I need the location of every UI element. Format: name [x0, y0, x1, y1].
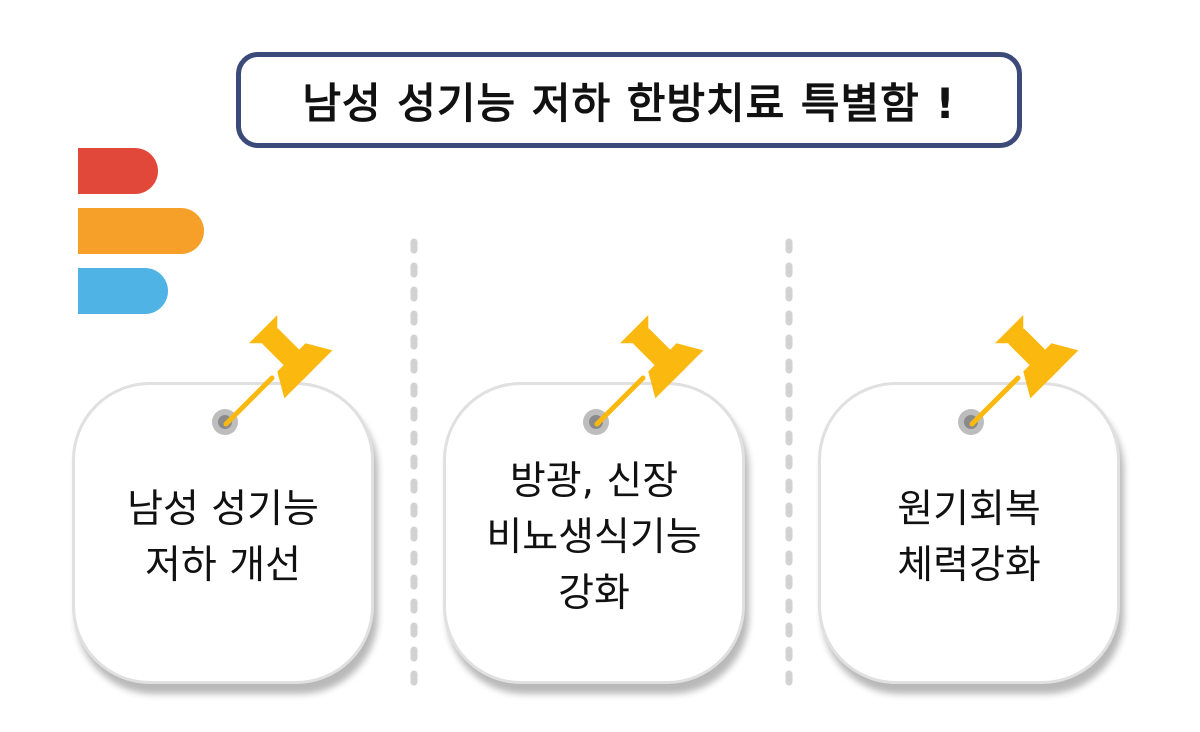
page-title: 남성 성기능 저하 한방치료 특별함 !	[302, 78, 956, 128]
pushpin-icon	[958, 314, 1079, 435]
pushpin-icon	[583, 314, 704, 435]
card-line: 비뇨생식기능	[486, 515, 702, 560]
card-line: 남성 성기능	[127, 487, 319, 532]
blue-bar-decoration	[78, 268, 168, 314]
pushpin-icon	[212, 314, 333, 435]
red-bar-decoration	[78, 148, 158, 194]
card-line: 강화	[558, 571, 630, 616]
orange-bar-decoration	[78, 208, 204, 254]
title-box: 남성 성기능 저하 한방치료 특별함 !	[236, 52, 1022, 148]
card-line: 원기회복	[897, 487, 1041, 532]
card-line: 체력강화	[897, 543, 1041, 588]
card-line: 저하 개선	[145, 543, 301, 588]
card-line: 방광, 신장	[509, 459, 679, 504]
dotted-divider-left	[410, 238, 418, 690]
dotted-divider-right	[785, 238, 793, 690]
